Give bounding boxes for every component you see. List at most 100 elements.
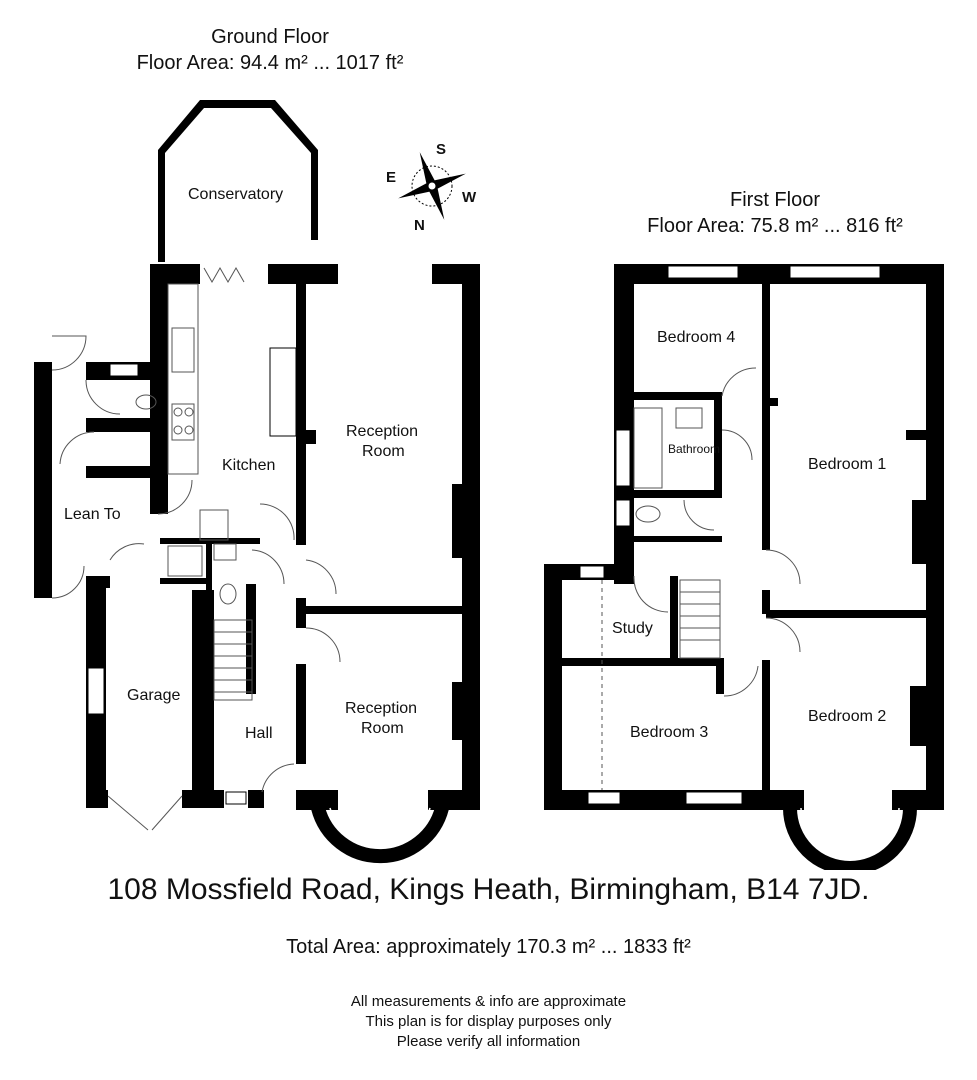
bed1-left-wall [762,280,770,550]
ground-top-wall-mid [268,264,338,284]
disclaimer-line-1: All measurements & info are approximate [350,993,627,1010]
kitchen-hob [171,403,195,441]
garage-bottom-right [182,790,204,808]
ground-floor-heading: Ground Floor Floor Area: 94.4 m² ... 101… [100,24,440,76]
lean-to-wc-right [150,362,168,478]
hall-left-wall [204,590,214,808]
hob-ring [173,425,183,435]
first-bottom-wall-bay-left [756,790,804,810]
compass-s: S [436,141,446,158]
gf-window-hall [225,791,247,805]
study-bottom-wall [560,658,724,666]
ff-window-bath [615,429,631,487]
gf-bay-window [311,806,449,864]
kitchen-unit [199,509,229,541]
conservatory-bay-wall [158,100,318,262]
first-top-wall [614,264,944,284]
reception-divider-wall [300,606,462,614]
room-label-bedroom-4: Bedroom 4 [657,329,735,346]
bathroom-bottom-wall [632,490,722,498]
room-label-garage: Garage [127,687,180,704]
gf-window-garage [87,667,105,715]
reception-partition-wall [296,280,306,545]
ff-stairs [679,579,721,659]
door-hall-reception2 [305,627,341,663]
ff-toilet [635,505,661,523]
lean-to-left-wall [34,362,52,598]
reception-partition-wall-hall [296,664,306,764]
room-label-reception-2-line1: Reception [345,700,417,717]
room-label-kitchen: Kitchen [222,457,275,474]
shower-bottom-wall [160,578,210,584]
bed1-chimney [912,500,928,564]
ground-right-wall [462,264,480,809]
landing-stub [716,660,724,694]
gf-bay-window-inner [329,807,431,847]
garage-right-wall [192,590,204,808]
door-ff-wc [683,499,715,531]
hall-right-wall [246,584,256,694]
room-label-reception-1-line2: Room [362,443,405,460]
room-label-conservatory: Conservatory [188,186,283,203]
door-study [633,575,669,613]
room-label-hall: Hall [245,725,273,742]
door-garage [109,543,145,561]
first-floor-title: First Floor [730,189,820,211]
first-left-wall [614,264,634,584]
door-leanto-front [51,335,87,371]
garage-top-wall [86,576,110,588]
room-label-bedroom-2: Bedroom 2 [808,708,886,725]
room-label-bathroom: Bathroom [668,442,720,456]
door-garage-front-r [151,795,183,831]
door-bathroom [721,429,753,461]
room-label-study: Study [612,620,653,637]
bed1-door-stub [762,398,778,406]
bed1-chimney-small [906,430,928,440]
bath-basin [675,407,703,429]
door-bed2 [765,617,801,653]
bed4-bottom-wall [632,392,720,400]
chimney-lower [452,682,464,740]
garage-bottom-left [86,790,108,808]
room-label-lean-to: Lean To [64,506,121,523]
hob-ring [173,407,183,417]
door-kitchen-hall [259,503,295,541]
door-bed4 [721,367,757,397]
first-bottom-wall-bay-right [892,790,944,810]
compass-n: N [414,217,425,234]
ground-floor-title: Ground Floor [211,26,329,48]
disclaimer: All measurements & info are approximate … [0,992,977,1052]
kitchen-sink [171,327,195,373]
shower-tray [167,545,203,577]
floor-plan-drawing: Conservatory Kitchen Reception Room Lean… [34,100,944,870]
first-left-lower-wall [544,564,562,809]
door-kitchen-leanto [157,479,193,515]
total-area: Total Area: approximately 170.3 m² ... 1… [286,936,691,958]
bathroom-right-wall [714,392,722,498]
gf-window-wc [109,363,139,377]
lean-to-wc-top [86,418,150,432]
wc-divider [206,538,212,608]
door-garage-front-l [107,795,149,831]
stair-left-wall [670,576,678,660]
kitchen-worktop [167,283,199,475]
ground-bottom-wall-reception [296,790,338,810]
bed1-bed2-divider [766,610,928,618]
door-front [261,763,295,793]
compass-w: W [462,189,477,206]
door-leanto-back [51,565,85,599]
bed1-left-wall-lower [762,590,770,614]
first-right-wall [926,264,944,809]
ff-window-bed3a [587,791,621,805]
room-label-bedroom-1: Bedroom 1 [808,456,886,473]
ff-window-wc [615,499,631,527]
door-leanto-wc [85,379,121,415]
disclaimer-line-3: Please verify all information [396,1033,581,1050]
toilet-leanto [135,394,157,410]
ff-window-study [579,565,605,579]
chimney-upper [452,484,464,558]
partition-stub [306,430,316,444]
compass-rose-icon: S E W N [386,141,477,234]
ff-bay-window-inner [800,807,900,858]
door-bed3 [723,665,759,697]
